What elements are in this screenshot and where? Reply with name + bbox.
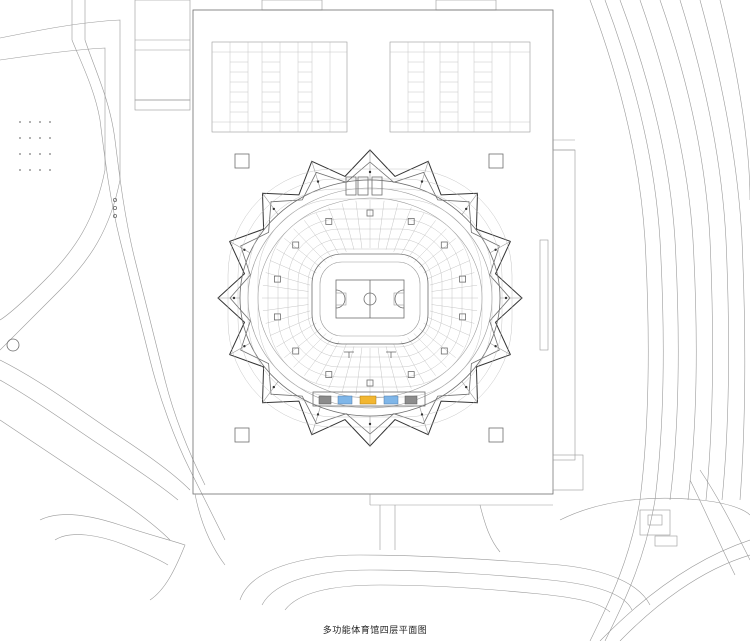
aisle-line [262, 285, 309, 292]
column-dot [420, 180, 424, 183]
vomitory-marker [407, 217, 415, 225]
aisle-line [429, 310, 475, 324]
vomitory-marker [459, 275, 467, 283]
column-dot [243, 248, 246, 251]
roof-spoke [419, 406, 429, 435]
column-dot [272, 207, 275, 211]
aisle-line [419, 328, 456, 358]
aisle-line [407, 337, 436, 376]
left-terrain [0, 0, 226, 601]
aisle-line [400, 341, 425, 383]
aisle-line [427, 316, 470, 336]
aisle-line [341, 203, 355, 250]
column-dot [232, 296, 236, 300]
column-dot [465, 385, 468, 389]
aisle-line [304, 220, 333, 259]
aisle-line [431, 304, 478, 311]
upper-parking-right [389, 41, 531, 133]
aisle-line [293, 333, 327, 368]
vomitory-marker [325, 371, 333, 379]
vomitory-marker [407, 371, 415, 379]
aisle-line [304, 337, 333, 376]
bottom-landscape [194, 493, 651, 613]
aisle-line [284, 238, 321, 268]
aisle-line [355, 200, 363, 249]
aisle-line [423, 322, 464, 348]
aisle-line [315, 213, 340, 255]
arena [217, 149, 523, 447]
aisle-line [429, 272, 475, 286]
vomitory-marker [366, 379, 374, 387]
aisle-line [293, 228, 327, 263]
vomitory-marker [273, 275, 281, 283]
aisle-line [328, 207, 347, 252]
vomitory-marker [366, 209, 374, 217]
aisle-line [393, 207, 412, 252]
aisle-line [400, 213, 425, 255]
seating-ring [227, 168, 513, 428]
vomitory-marker [292, 347, 300, 355]
aisle-line [385, 346, 399, 393]
aisle-line [377, 347, 385, 396]
aisle-line [413, 228, 447, 263]
column-dot [272, 385, 275, 389]
column-dot [465, 207, 468, 211]
seating-ring [237, 178, 503, 418]
aisle-line [265, 310, 311, 324]
seating-ring [247, 188, 493, 408]
drawing-caption: 多功能体育馆四层平面图 [322, 626, 428, 636]
aisle-line [315, 341, 340, 383]
vomitory-marker [325, 217, 333, 225]
aisle-line [427, 260, 470, 280]
aisle-line [419, 238, 456, 268]
corner-markers [234, 153, 504, 443]
aisle-line [270, 316, 313, 336]
aisle-line [262, 304, 309, 311]
roof-spoke [311, 161, 321, 190]
aisle-line [276, 248, 317, 274]
vomitory-marker [459, 313, 467, 321]
vomitory-marker [440, 241, 448, 249]
right-roads [559, 0, 750, 641]
column-dot [494, 345, 497, 348]
vomitory-marker [440, 347, 448, 355]
column-dot [504, 296, 508, 300]
aisle-line [377, 200, 385, 249]
broadcast-booths [312, 391, 426, 407]
roof-spoke [419, 161, 429, 190]
basketball-court [335, 279, 405, 319]
aisle-line [328, 344, 347, 389]
aisle-line [385, 203, 399, 250]
column-dot [494, 248, 497, 251]
aisle-line [423, 248, 464, 274]
column-dot [368, 170, 372, 174]
column-dot [368, 422, 372, 426]
aisle-line [276, 322, 317, 348]
aisle-line [265, 272, 311, 286]
aisle-line [284, 328, 321, 358]
aisle-line [270, 260, 313, 280]
upper-parking-left [211, 41, 348, 133]
upper-left-blocks [134, 0, 497, 111]
aisle-line [413, 333, 447, 368]
aisle-line [341, 346, 355, 393]
aisle-line [355, 347, 363, 396]
vomitory-marker [292, 241, 300, 249]
column-dot [420, 413, 424, 416]
aisle-line [407, 220, 436, 259]
aisle-line [393, 344, 412, 389]
column-dot [316, 413, 320, 416]
aisle-line [431, 285, 478, 292]
roof-spoke [311, 406, 321, 435]
column-dot [316, 180, 320, 183]
column-dot [243, 345, 246, 348]
podium-outline [192, 9, 584, 506]
vomitory-marker [273, 313, 281, 321]
